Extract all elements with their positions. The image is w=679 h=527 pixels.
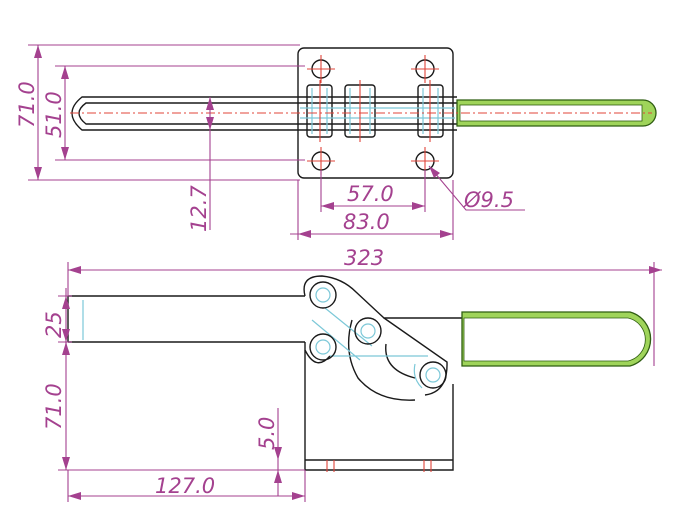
arrow xyxy=(649,266,662,274)
extension-lines xyxy=(67,262,662,366)
dim-bar-height: 51.0 xyxy=(42,65,305,161)
hole-center-marks xyxy=(307,55,439,175)
extension-lines xyxy=(28,44,300,181)
arrow xyxy=(62,457,70,470)
extension-lines xyxy=(58,341,305,471)
side-view: 323 25 71.0 5.0 127.0 xyxy=(42,246,662,502)
pivot-pin-inner xyxy=(425,367,441,383)
pivot-pin xyxy=(354,317,382,345)
dim-label: 51.0 xyxy=(42,91,66,138)
top-view: 71.0 51.0 12.7 57.0 83.0 xyxy=(15,44,657,240)
arrow xyxy=(34,45,42,58)
arrow xyxy=(34,167,42,180)
dim-overall-length: 323 xyxy=(67,246,662,366)
arrow xyxy=(274,470,282,483)
link-hidden-edges xyxy=(311,307,428,389)
pivot-pin-inner xyxy=(315,339,331,355)
arrow xyxy=(412,202,425,210)
pivot-pin-inner xyxy=(315,287,331,303)
dim-base-width: 83.0 xyxy=(290,180,454,240)
pivot-pins xyxy=(309,281,447,389)
extension-lines xyxy=(290,180,454,240)
pivot-pin-inner xyxy=(360,323,376,339)
arrow xyxy=(440,230,453,238)
dim-label: 12.7 xyxy=(187,185,211,232)
extension-lines xyxy=(67,470,306,502)
side-handle-core xyxy=(463,317,646,362)
dim-base-thickness: 5.0 xyxy=(255,408,282,496)
extension-lines xyxy=(55,65,305,161)
hidden-edges xyxy=(300,88,455,134)
dim-label: 25 xyxy=(42,311,66,338)
dim-offset: 12.7 xyxy=(187,97,214,232)
dim-hole-diameter: Ø9.5 xyxy=(428,165,525,212)
dim-label: 71.0 xyxy=(15,81,39,128)
leader xyxy=(428,165,525,211)
arrow xyxy=(61,66,69,79)
dim-label: 71.0 xyxy=(42,383,66,430)
extension-lines xyxy=(320,170,426,212)
dim-reach: 127.0 xyxy=(67,470,306,502)
pivot-pin xyxy=(309,281,337,309)
base-body xyxy=(304,350,454,471)
arrow xyxy=(298,230,311,238)
arrow xyxy=(429,166,440,178)
dim-label: 127.0 xyxy=(155,474,215,498)
arrow xyxy=(206,97,214,110)
pivot-pin xyxy=(309,333,337,361)
base-hole-marks xyxy=(326,460,432,472)
dim-label: 5.0 xyxy=(255,417,279,450)
lever xyxy=(347,319,416,401)
arrow xyxy=(206,117,214,130)
arrow xyxy=(321,202,334,210)
arrow xyxy=(292,492,305,500)
bracket-centers xyxy=(319,80,431,142)
arrow xyxy=(61,147,69,160)
dim-label: 323 xyxy=(344,246,384,270)
arrow xyxy=(68,266,81,274)
dim-base-height: 71.0 xyxy=(42,341,305,471)
pivot-pin xyxy=(419,361,447,389)
arrow xyxy=(62,296,70,309)
linkage-brackets xyxy=(300,80,455,142)
arrow xyxy=(62,329,70,342)
linkage-arm xyxy=(303,275,462,364)
arrow xyxy=(274,447,282,460)
clamp-bar xyxy=(67,295,305,343)
arrow xyxy=(62,342,70,355)
dim-label: 57.0 xyxy=(347,182,394,206)
dim-label: 83.0 xyxy=(343,210,390,234)
dim-hole-spacing: 57.0 xyxy=(320,170,426,212)
dim-overall-height: 71.0 xyxy=(15,44,300,181)
arrow xyxy=(68,492,81,500)
dim-label: Ø9.5 xyxy=(463,188,514,212)
